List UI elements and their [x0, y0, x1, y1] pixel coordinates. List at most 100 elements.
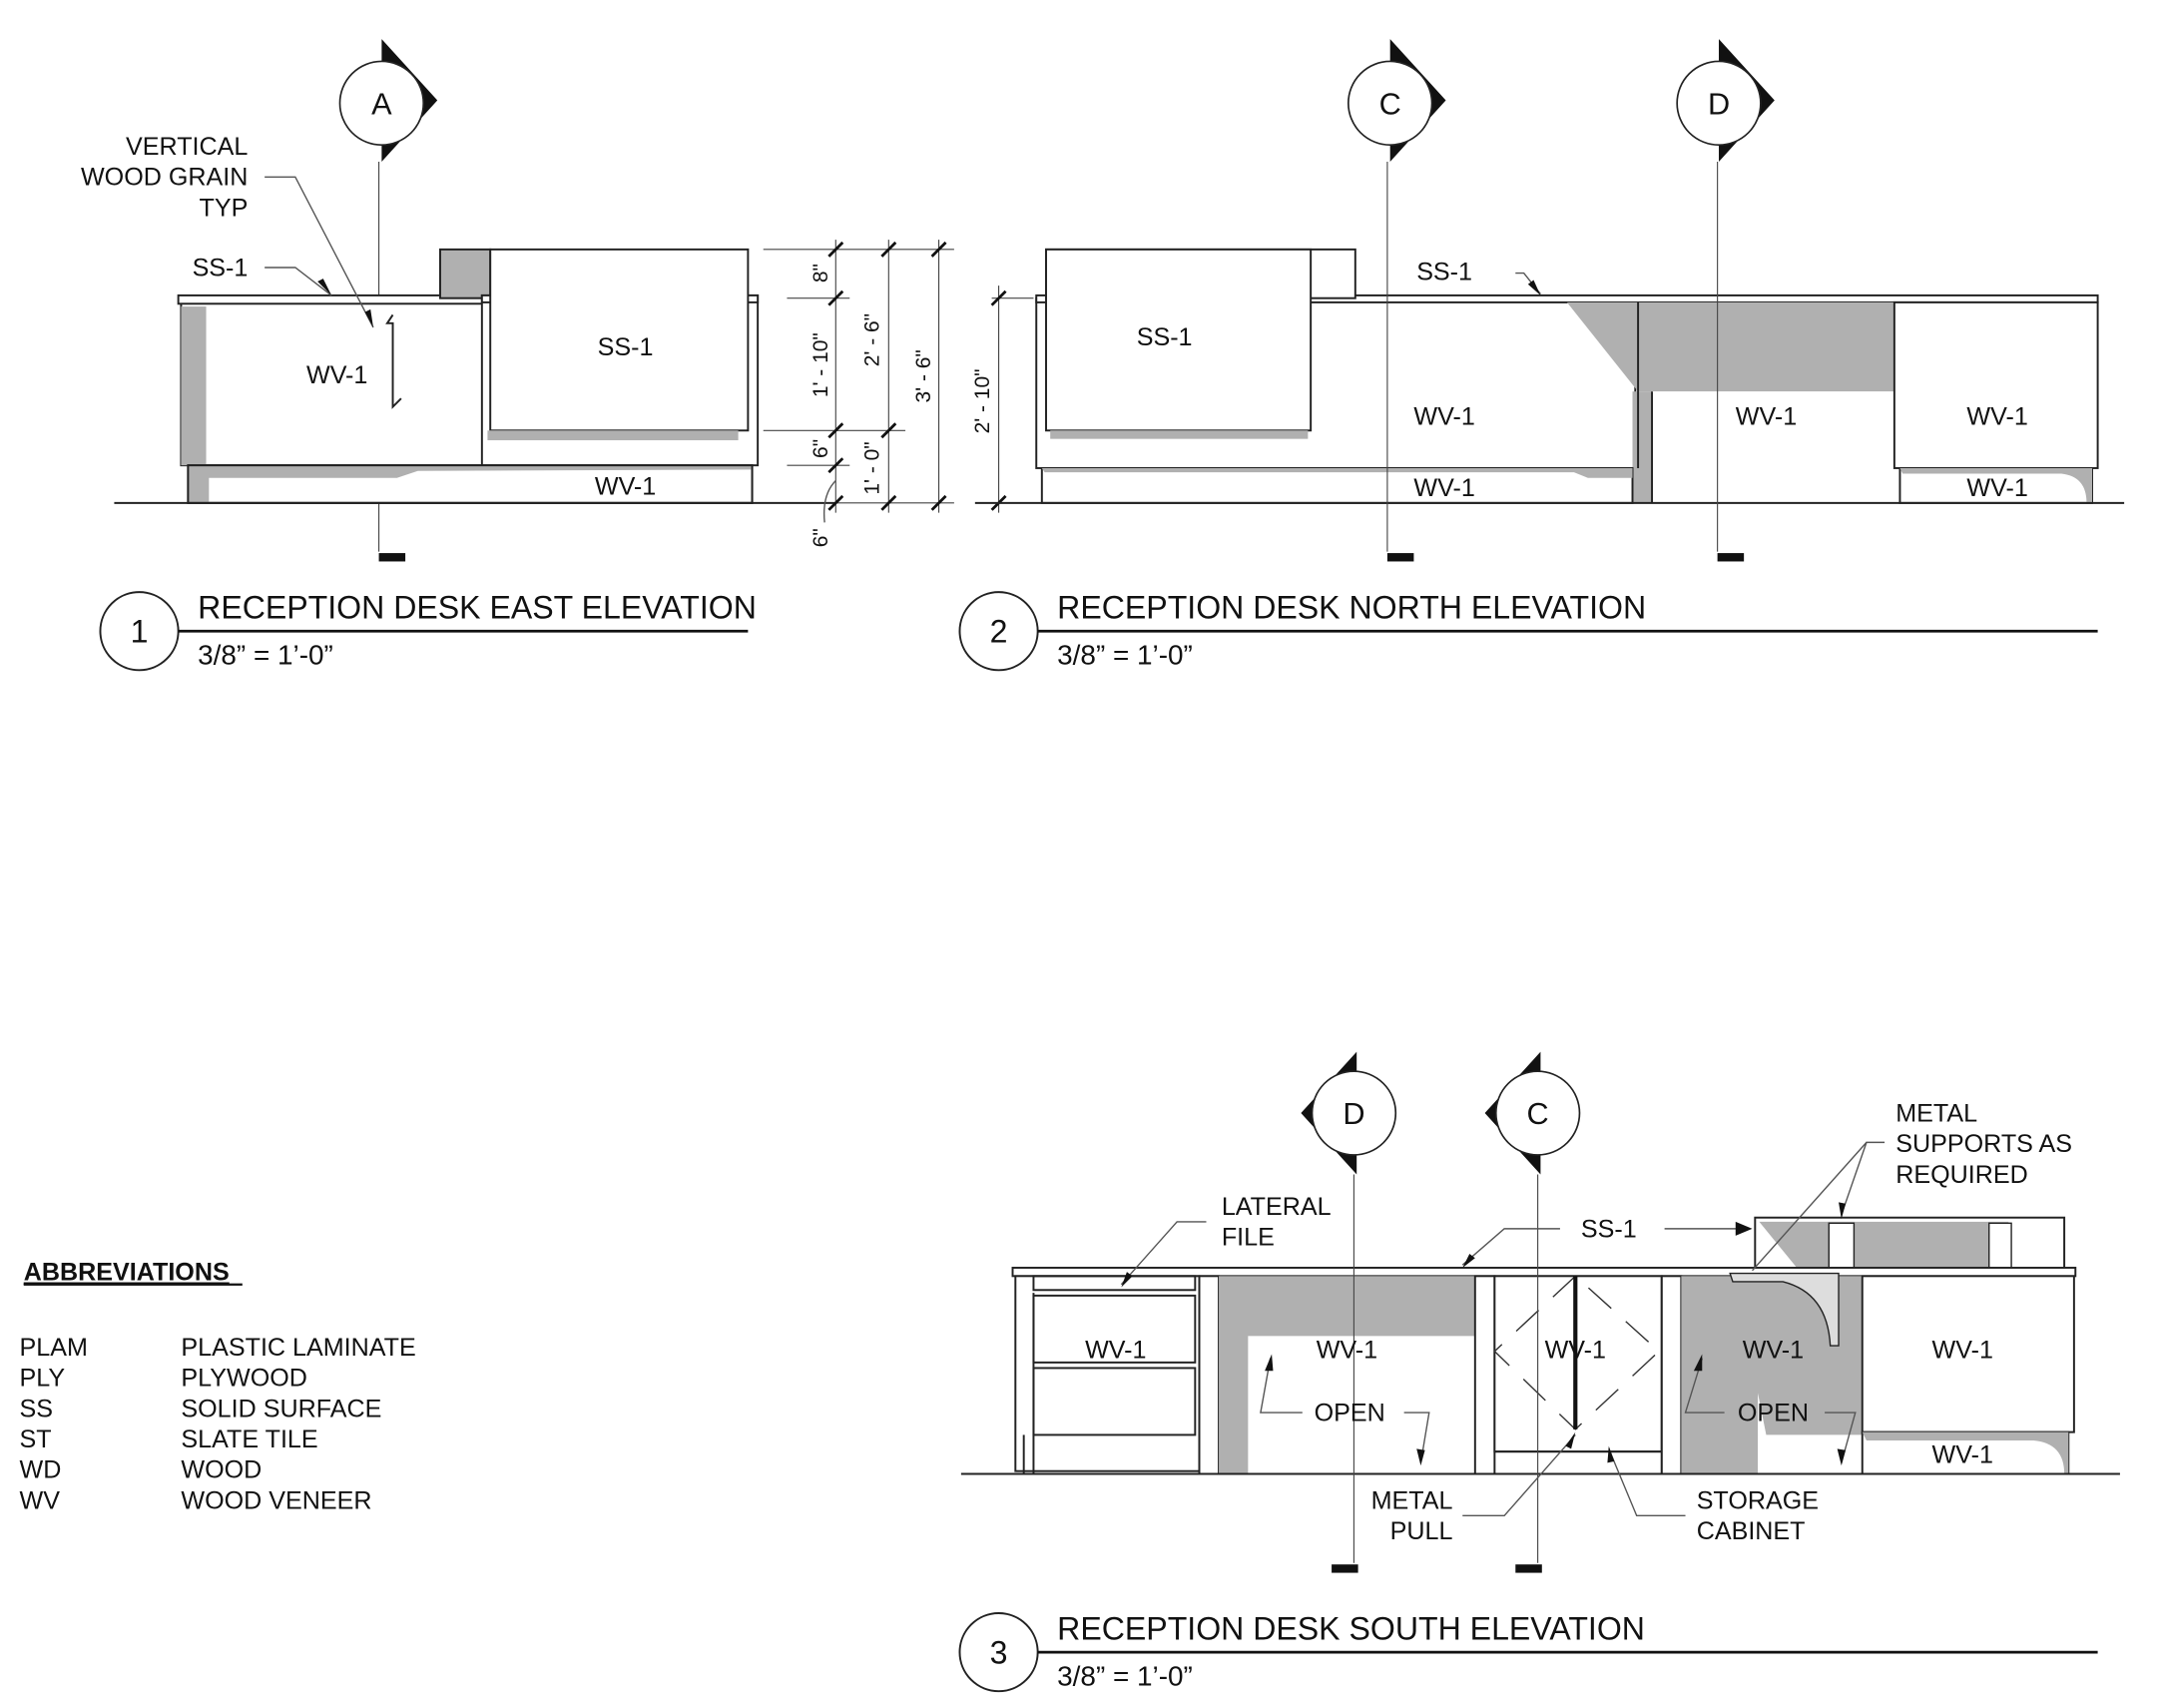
- abbr-meaning: WOOD VENEER: [181, 1486, 371, 1514]
- arrowhead-icon: [317, 279, 332, 295]
- transaction-top-panel: [489, 248, 750, 432]
- material-tag: SS-1: [1137, 323, 1193, 351]
- drawing-number: 2: [990, 613, 1008, 649]
- material-tag: SS-1: [1416, 259, 1472, 286]
- material-tag: WV-1: [1966, 474, 2027, 502]
- dimension-text: 6": [810, 439, 832, 458]
- dimension-text: 2' - 6": [861, 313, 884, 366]
- shadow: [1050, 430, 1309, 439]
- east-elevation: A VERTICAL WOOD GRAIN TYP SS-1 WV-1 SS-1: [81, 39, 954, 672]
- abbr-meaning: PLYWOOD: [181, 1365, 307, 1393]
- drawing-title-1: 1 RECEPTION DESK EAST ELEVATION 3/8” = 1…: [99, 590, 757, 672]
- note-label: OPEN: [1315, 1399, 1385, 1426]
- section-marker-label: C: [1379, 86, 1401, 121]
- material-tag: WV-1: [1085, 1337, 1146, 1365]
- note-label: PULL: [1390, 1517, 1453, 1545]
- drawing-number: 1: [131, 613, 149, 649]
- abbr-code: ST: [20, 1425, 52, 1453]
- section-marker-label: D: [1343, 1096, 1364, 1131]
- countertop: [1011, 1266, 2077, 1278]
- drawing-number: 3: [990, 1634, 1008, 1670]
- note-label: REQUIRED: [1895, 1161, 2028, 1189]
- dimension-text: 1' - 0": [861, 441, 884, 494]
- material-tag: WV-1: [595, 472, 656, 500]
- abbr-code: SS: [20, 1395, 54, 1423]
- drawing-title-2: 2 RECEPTION DESK NORTH ELEVATION 3/8” = …: [958, 590, 2098, 672]
- drawing-scale: 3/8” = 1’-0”: [1057, 640, 1193, 671]
- section-marker-label: A: [371, 86, 392, 121]
- dimension-text: 8": [810, 264, 832, 283]
- desk-right-body: [1892, 300, 2099, 469]
- dimension-text: 3' - 6": [912, 349, 935, 402]
- section-marker-label: D: [1708, 86, 1730, 121]
- material-tag: WV-1: [306, 361, 367, 389]
- section-marker-a[interactable]: A: [338, 39, 438, 162]
- abbr-meaning: PLASTIC LAMINATE: [181, 1334, 415, 1362]
- abbr-meaning: SLATE TILE: [181, 1425, 317, 1453]
- shadow: [188, 465, 753, 503]
- note-label: CABINET: [1697, 1517, 1806, 1545]
- drawing-scale: 3/8” = 1’-0”: [198, 640, 333, 671]
- abbr-code: PLY: [20, 1365, 66, 1393]
- section-bubble: [338, 60, 425, 147]
- abbreviations-legend: ABBREVIATIONS PLAM PLASTIC LAMINATE PLY …: [20, 1259, 416, 1515]
- note-label: STORAGE: [1697, 1486, 1819, 1514]
- material-tag: WV-1: [1736, 403, 1797, 431]
- storage-cabinet: [1493, 1275, 1663, 1453]
- shadow: [181, 306, 207, 466]
- material-tag: WV-1: [1413, 403, 1474, 431]
- dimension-text: 6": [810, 528, 832, 547]
- material-tag: WV-1: [1545, 1337, 1606, 1365]
- desk-left-body: [180, 296, 486, 467]
- material-tag: WV-1: [1743, 1337, 1804, 1365]
- shadow: [1632, 391, 1653, 503]
- section-end-tick: [378, 553, 406, 562]
- section-marker-c-south[interactable]: C: [1484, 1051, 1581, 1175]
- note-label: SUPPORTS AS: [1895, 1130, 2072, 1158]
- drawing-title: RECEPTION DESK EAST ELEVATION: [198, 590, 757, 626]
- desk-base-left: [1040, 466, 1634, 504]
- note-label: WOOD GRAIN: [81, 164, 248, 192]
- shadow: [439, 249, 491, 298]
- section-marker-c[interactable]: C: [1347, 39, 1446, 162]
- note-label: METAL: [1895, 1099, 1977, 1127]
- note-label: TYP: [200, 194, 249, 222]
- north-elevation: 2' - 10" C D: [958, 39, 2125, 672]
- section-marker-d[interactable]: D: [1676, 39, 1775, 162]
- note-label: LATERAL: [1222, 1193, 1332, 1221]
- material-tag: SS-1: [1581, 1215, 1637, 1243]
- abbr-code: PLAM: [20, 1334, 88, 1362]
- section-marker-d-south[interactable]: D: [1301, 1051, 1397, 1175]
- dimension-text: 1' - 10": [810, 332, 832, 397]
- shadow: [1638, 301, 1894, 392]
- material-tag: SS-1: [193, 254, 249, 282]
- drawing-title: RECEPTION DESK SOUTH ELEVATION: [1057, 1611, 1645, 1647]
- leader-line: [265, 267, 332, 296]
- note-label: FILE: [1222, 1224, 1275, 1252]
- drawing-scale: 3/8” = 1’-0”: [1057, 1661, 1193, 1692]
- material-tag: WV-1: [1413, 474, 1474, 502]
- section-marker-label: C: [1527, 1096, 1549, 1131]
- arrowhead-icon: [364, 308, 373, 328]
- note-label: VERTICAL: [126, 133, 248, 161]
- shadow: [487, 430, 739, 441]
- drawing-title-3: 3 RECEPTION DESK SOUTH ELEVATION 3/8” = …: [958, 1611, 2098, 1693]
- legend-heading: ABBREVIATIONS: [24, 1259, 230, 1287]
- dimension-text: 2' - 10": [971, 369, 994, 434]
- material-tag: WV-1: [1932, 1440, 1993, 1468]
- leader-line: [265, 176, 374, 328]
- metal-support-bracket: [1729, 1272, 1840, 1347]
- wood-grain-icon: [385, 313, 402, 409]
- dimension-strings: 8" 1' - 10" 6" 6" 2' - 6" 1' - 0" 3' - 6…: [763, 240, 954, 547]
- abbr-code: WD: [20, 1456, 62, 1484]
- material-tag: WV-1: [1966, 403, 2027, 431]
- south-elevation: D C: [958, 1051, 2120, 1693]
- abbr-meaning: WOOD: [181, 1456, 262, 1484]
- abbr-code: WV: [20, 1486, 61, 1514]
- drawing-title: RECEPTION DESK NORTH ELEVATION: [1057, 590, 1646, 626]
- note-label: OPEN: [1738, 1399, 1809, 1426]
- transaction-panel: [1045, 248, 1313, 432]
- material-tag: WV-1: [1317, 1337, 1377, 1365]
- abbr-meaning: SOLID SURFACE: [181, 1395, 381, 1423]
